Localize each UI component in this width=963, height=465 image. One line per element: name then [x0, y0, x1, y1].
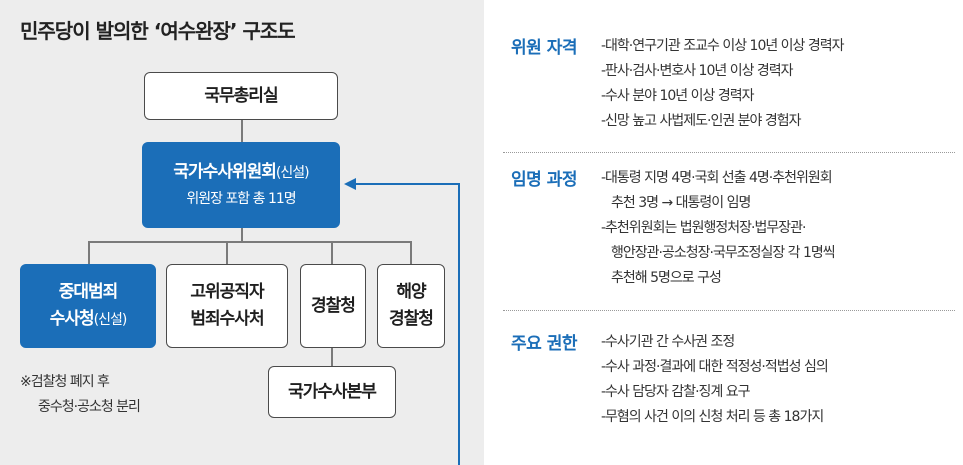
pm-office-box: 국무총리실 — [144, 72, 338, 120]
list-item-continuation: 추천해 5명으로 구성 — [611, 270, 722, 286]
connector-police — [331, 241, 333, 264]
list-item: -수사 과정·결과에 대한 적정성·적법성 심의 — [601, 359, 829, 375]
connector-pm-commission — [241, 120, 243, 142]
commission-tag: (신설) — [275, 165, 310, 181]
footnote: ※검찰청 폐지 후 중수청·공소청 분리 — [20, 370, 141, 420]
section-appointment: 임명 과정 -대통령 지명 4명·국회 선출 4명·추천위원회 추천 3명 → … — [511, 165, 951, 305]
connector-cio — [226, 241, 228, 264]
sci-box: 중대범죄 수사청(신설) — [20, 264, 156, 348]
list-item: -추천위원회는 법원행정처장·법무장관· — [601, 220, 806, 236]
section-qualification: 위원 자격 -대학·연구기관 조교수 이상 10년 이상 경력자 -판사·검사·… — [511, 33, 951, 153]
feedback-arrow-horizontal — [354, 183, 460, 185]
section-items: -수사기관 간 수사권 조정 -수사 과정·결과에 대한 적정성·적법성 심의 … — [601, 330, 829, 430]
section-items: -대학·연구기관 조교수 이상 10년 이상 경력자 -판사·검사·변호사 10… — [601, 34, 845, 134]
arrow-head-icon — [344, 178, 356, 190]
divider — [503, 152, 955, 153]
list-item: -대통령 지명 4명·국회 선출 4명·추천위원회 — [601, 170, 833, 186]
connector-commission-bus — [241, 228, 243, 242]
list-item-continuation: 추천 3명 → 대통령이 임명 — [611, 195, 751, 211]
sci-line1: 중대범죄 — [58, 281, 119, 302]
list-item: -수사기관 간 수사권 조정 — [601, 334, 735, 350]
list-item: -판사·검사·변호사 10년 이상 경력자 — [601, 63, 794, 79]
commission-desc: 위원장 포함 총 11명 — [186, 191, 296, 207]
coast-line1: 해양 — [396, 282, 426, 302]
cio-line1: 고위공직자 — [190, 282, 264, 302]
nib-label: 국가수사본부 — [288, 381, 377, 402]
pm-office-label: 국무총리실 — [204, 85, 278, 106]
list-item: -수사 분야 10년 이상 경력자 — [601, 88, 754, 104]
cio-line2: 범죄수사처 — [190, 309, 264, 329]
cio-box: 고위공직자 범죄수사처 — [166, 264, 288, 348]
list-item: -무혐의 사건 이의 신청 처리 등 총 18가지 — [601, 409, 824, 425]
police-label: 경찰청 — [311, 295, 356, 316]
connector-horizontal-bus — [88, 241, 411, 243]
list-item: -대학·연구기관 조교수 이상 10년 이상 경력자 — [601, 38, 845, 54]
list-item: -수사 담당자 감찰·징계 요구 — [601, 384, 751, 400]
list-item-continuation: 행안장관·공소청장·국무조정실장 각 1명씩 — [611, 245, 836, 261]
feedback-arrow-vertical — [458, 184, 460, 465]
divider — [503, 310, 955, 311]
sci-tag: (신설) — [93, 311, 128, 328]
commission-box: 국가수사위원회(신설) 위원장 포함 총 11명 — [142, 142, 340, 228]
section-heading: 주요 권한 — [511, 334, 577, 354]
chart-title: 민주당이 발의한 ‘여수완장’ 구조도 — [20, 19, 296, 43]
section-heading: 임명 과정 — [511, 170, 577, 190]
nib-box: 국가수사본부 — [268, 366, 396, 418]
footnote-line2: 중수청·공소청 분리 — [38, 399, 141, 415]
coast-guard-box: 해양 경찰청 — [377, 264, 445, 348]
list-item: -신망 높고 사법제도·인권 분야 경험자 — [601, 113, 802, 129]
commission-title: 국가수사위원회(신설) — [173, 159, 310, 187]
connector-sci — [88, 241, 90, 264]
section-items: -대통령 지명 4명·국회 선출 4명·추천위원회 추천 3명 → 대통령이 임… — [601, 166, 836, 291]
section-heading: 위원 자격 — [511, 38, 577, 58]
org-chart-panel: 민주당이 발의한 ‘여수완장’ 구조도 국무총리실 국가수사위원회(신설) 위원… — [0, 0, 484, 465]
section-powers: 주요 권한 -수사기관 간 수사권 조정 -수사 과정·결과에 대한 적정성·적… — [511, 329, 951, 449]
sci-line2-wrap: 수사청(신설) — [49, 306, 128, 334]
sci-line2: 수사청 — [49, 308, 95, 329]
police-box: 경찰청 — [300, 264, 366, 348]
coast-line2: 경찰청 — [389, 309, 434, 329]
commission-name: 국가수사위원회 — [173, 162, 276, 182]
connector-police-nib — [331, 348, 333, 366]
connector-coast — [410, 241, 412, 264]
footnote-line1: ※검찰청 폐지 후 — [20, 374, 110, 390]
